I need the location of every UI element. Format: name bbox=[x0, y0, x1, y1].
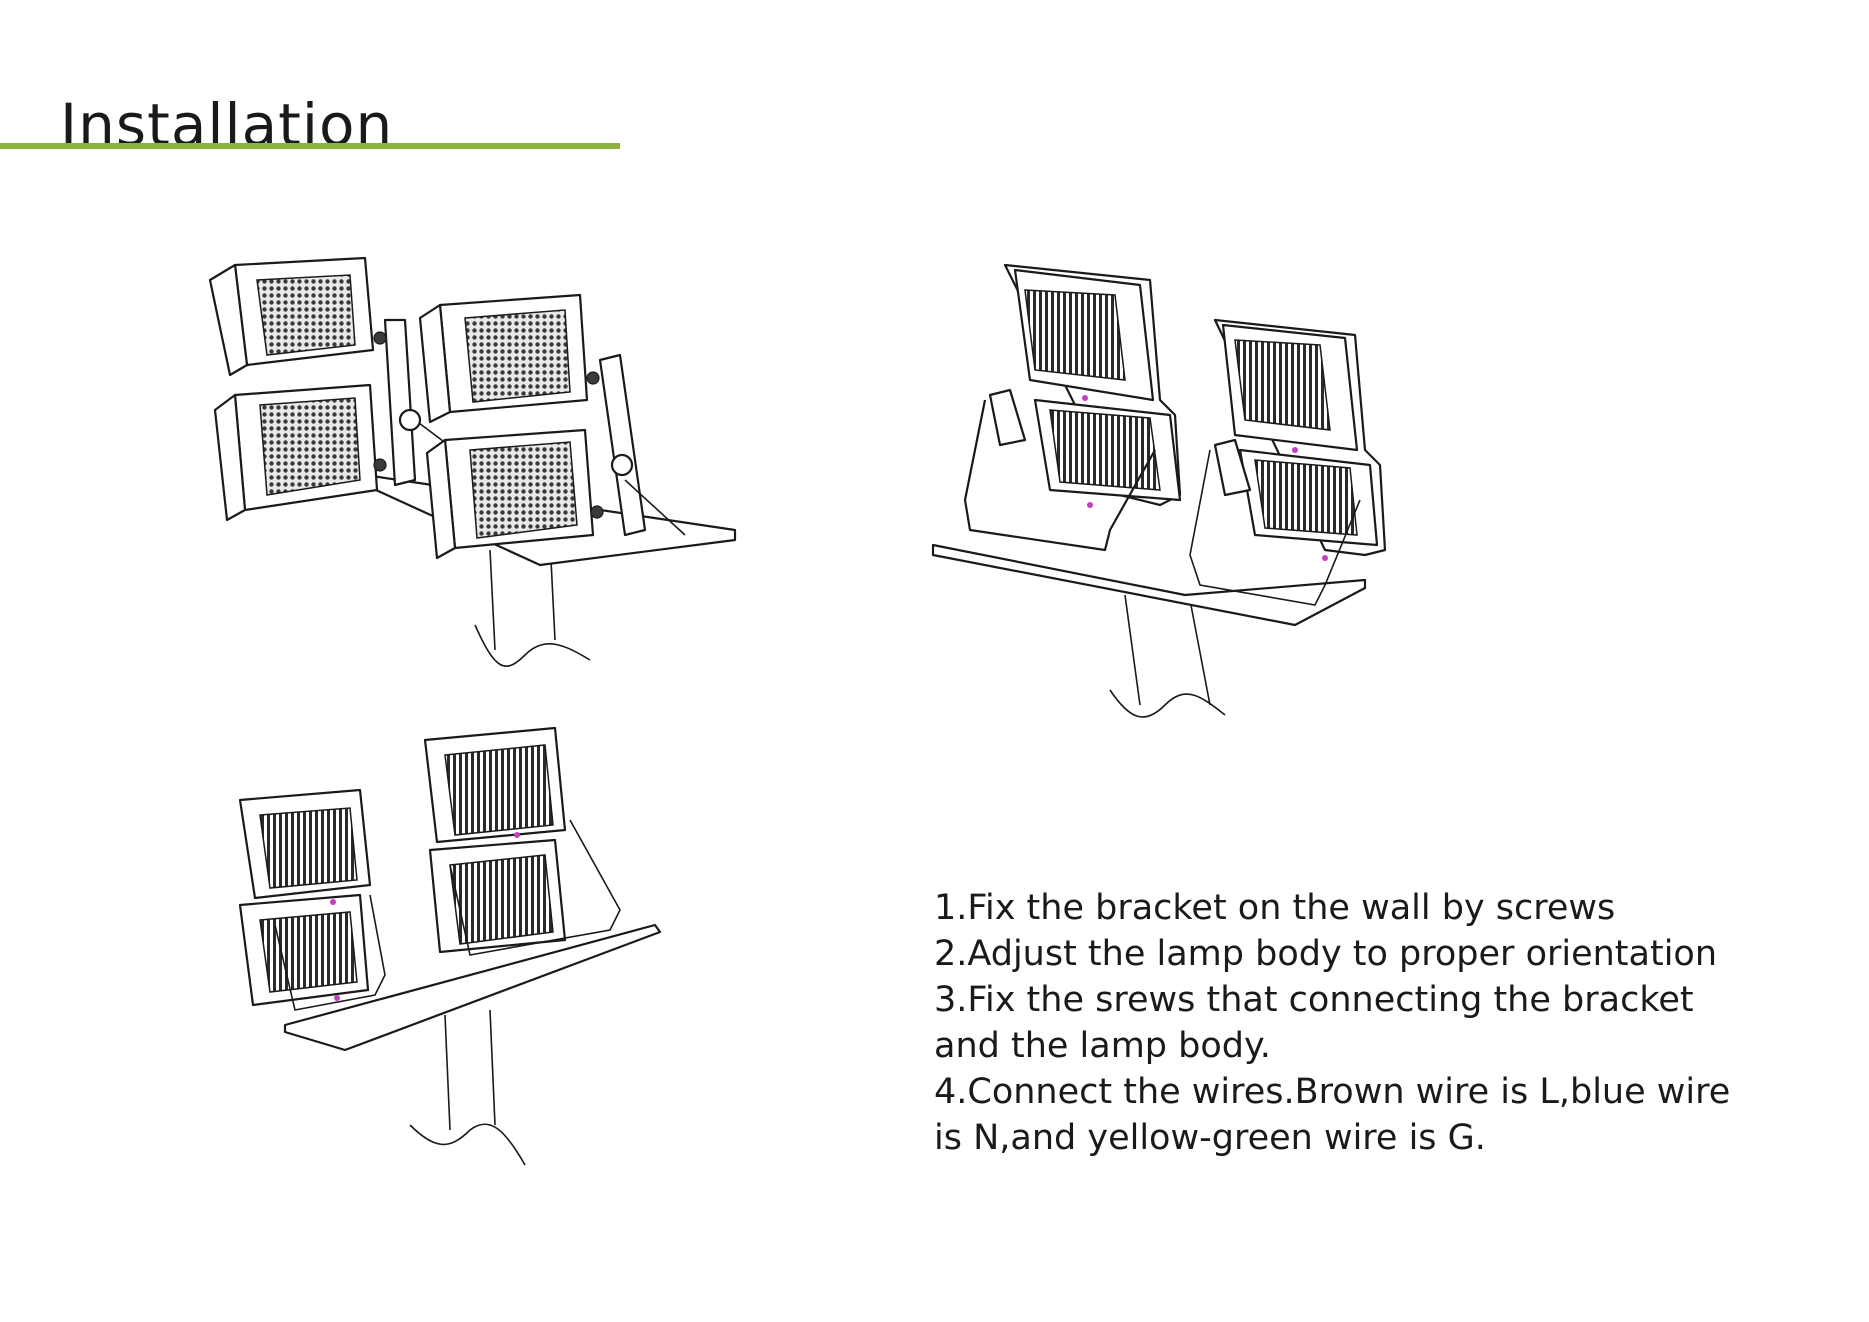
step-line: and the lamp body. bbox=[934, 1026, 1271, 1066]
step-line: 4.Connect the wires.Brown wire is L,blue… bbox=[934, 1072, 1731, 1112]
step-line: 1.Fix the bracket on the wall by screws bbox=[934, 888, 1616, 928]
installation-steps: 1.Fix the bracket on the wall by screws … bbox=[934, 885, 1754, 1161]
step-line: 2.Adjust the lamp body to proper orienta… bbox=[934, 934, 1718, 974]
title-underline bbox=[0, 143, 620, 149]
figure-rear-view-pole bbox=[225, 720, 665, 1170]
step-line: is N,and yellow-green wire is G. bbox=[934, 1118, 1486, 1158]
figure-front-view bbox=[205, 250, 745, 680]
step-line: 3.Fix the srews that connecting the brac… bbox=[934, 980, 1694, 1020]
figure-rear-view-tilted bbox=[925, 250, 1425, 730]
